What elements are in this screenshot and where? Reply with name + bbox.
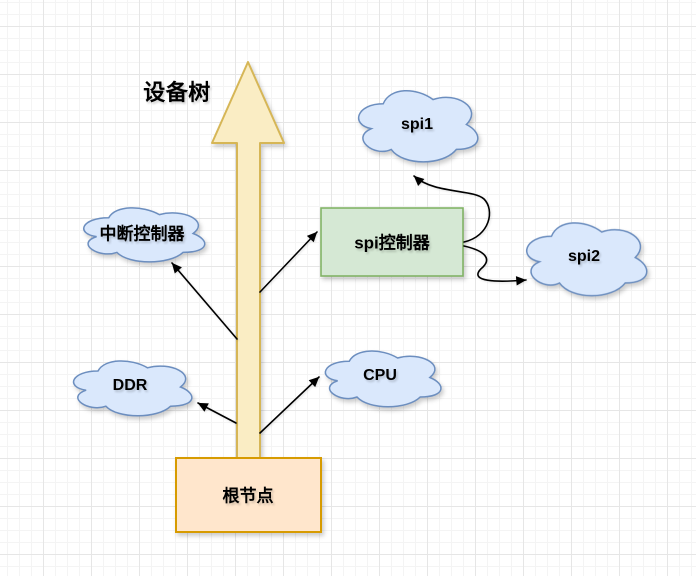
spi1-label: spi1: [400, 116, 434, 133]
edge-spi-controller-to-spi1: [413, 175, 491, 243]
edge-root-to-cpu: [259, 376, 320, 434]
spi2-label: spi2: [567, 248, 601, 265]
interrupt-controller-label: 中断控制器: [99, 224, 185, 244]
ddr-label: DDR: [112, 377, 148, 394]
root-node-shape: [175, 457, 322, 533]
diagram-title: 设备树: [143, 80, 211, 105]
spi-controller-shape: [320, 207, 464, 277]
device-tree-arrow-shape: [211, 61, 285, 459]
edge-root-to-ddr: [197, 402, 237, 424]
edge-layer: [171, 175, 527, 434]
edge-spi-controller-to-spi2: [463, 245, 527, 286]
spi-controller-label: spi控制器: [354, 233, 430, 253]
edge-root-to-spi-controller: [259, 231, 318, 293]
root-node-label: 根节点: [222, 486, 274, 506]
cpu-label: CPU: [363, 367, 397, 384]
shape-layer: [72, 61, 648, 533]
edge-root-to-interrupt-controller: [171, 262, 238, 340]
